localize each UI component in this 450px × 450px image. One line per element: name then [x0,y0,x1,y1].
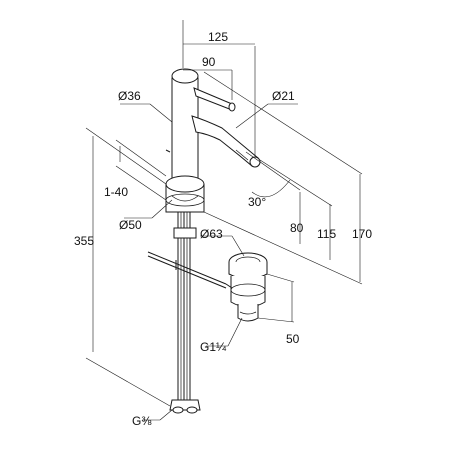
dimension-lines [85,20,363,421]
label-g3-8: G⅜ [132,414,152,428]
label-115: 115 [317,227,336,241]
label-d36: Ø36 [118,89,141,103]
pop-up-rod [147,251,227,289]
drain-waste [225,252,268,322]
label-g1-1-4: G1¼ [200,340,227,354]
supply-hoses [169,212,201,414]
faucet-body [165,68,205,213]
lever-handle [193,87,236,112]
label-d50: Ø50 [119,218,142,232]
spout [191,115,261,168]
label-1-40: 1-40 [104,185,128,199]
label-170: 170 [352,227,372,241]
label-355: 355 [74,234,94,248]
label-50: 50 [286,332,300,346]
label-d63: Ø63 [200,227,223,241]
label-30-degrees: 30° [248,195,266,209]
label-125: 125 [208,30,228,44]
label-d21: Ø21 [272,89,295,103]
dimension-labels: 125 90 Ø36 Ø21 1-40 Ø50 30° 80 115 170 3… [74,30,372,428]
label-90: 90 [202,55,216,69]
label-80: 80 [290,221,304,235]
